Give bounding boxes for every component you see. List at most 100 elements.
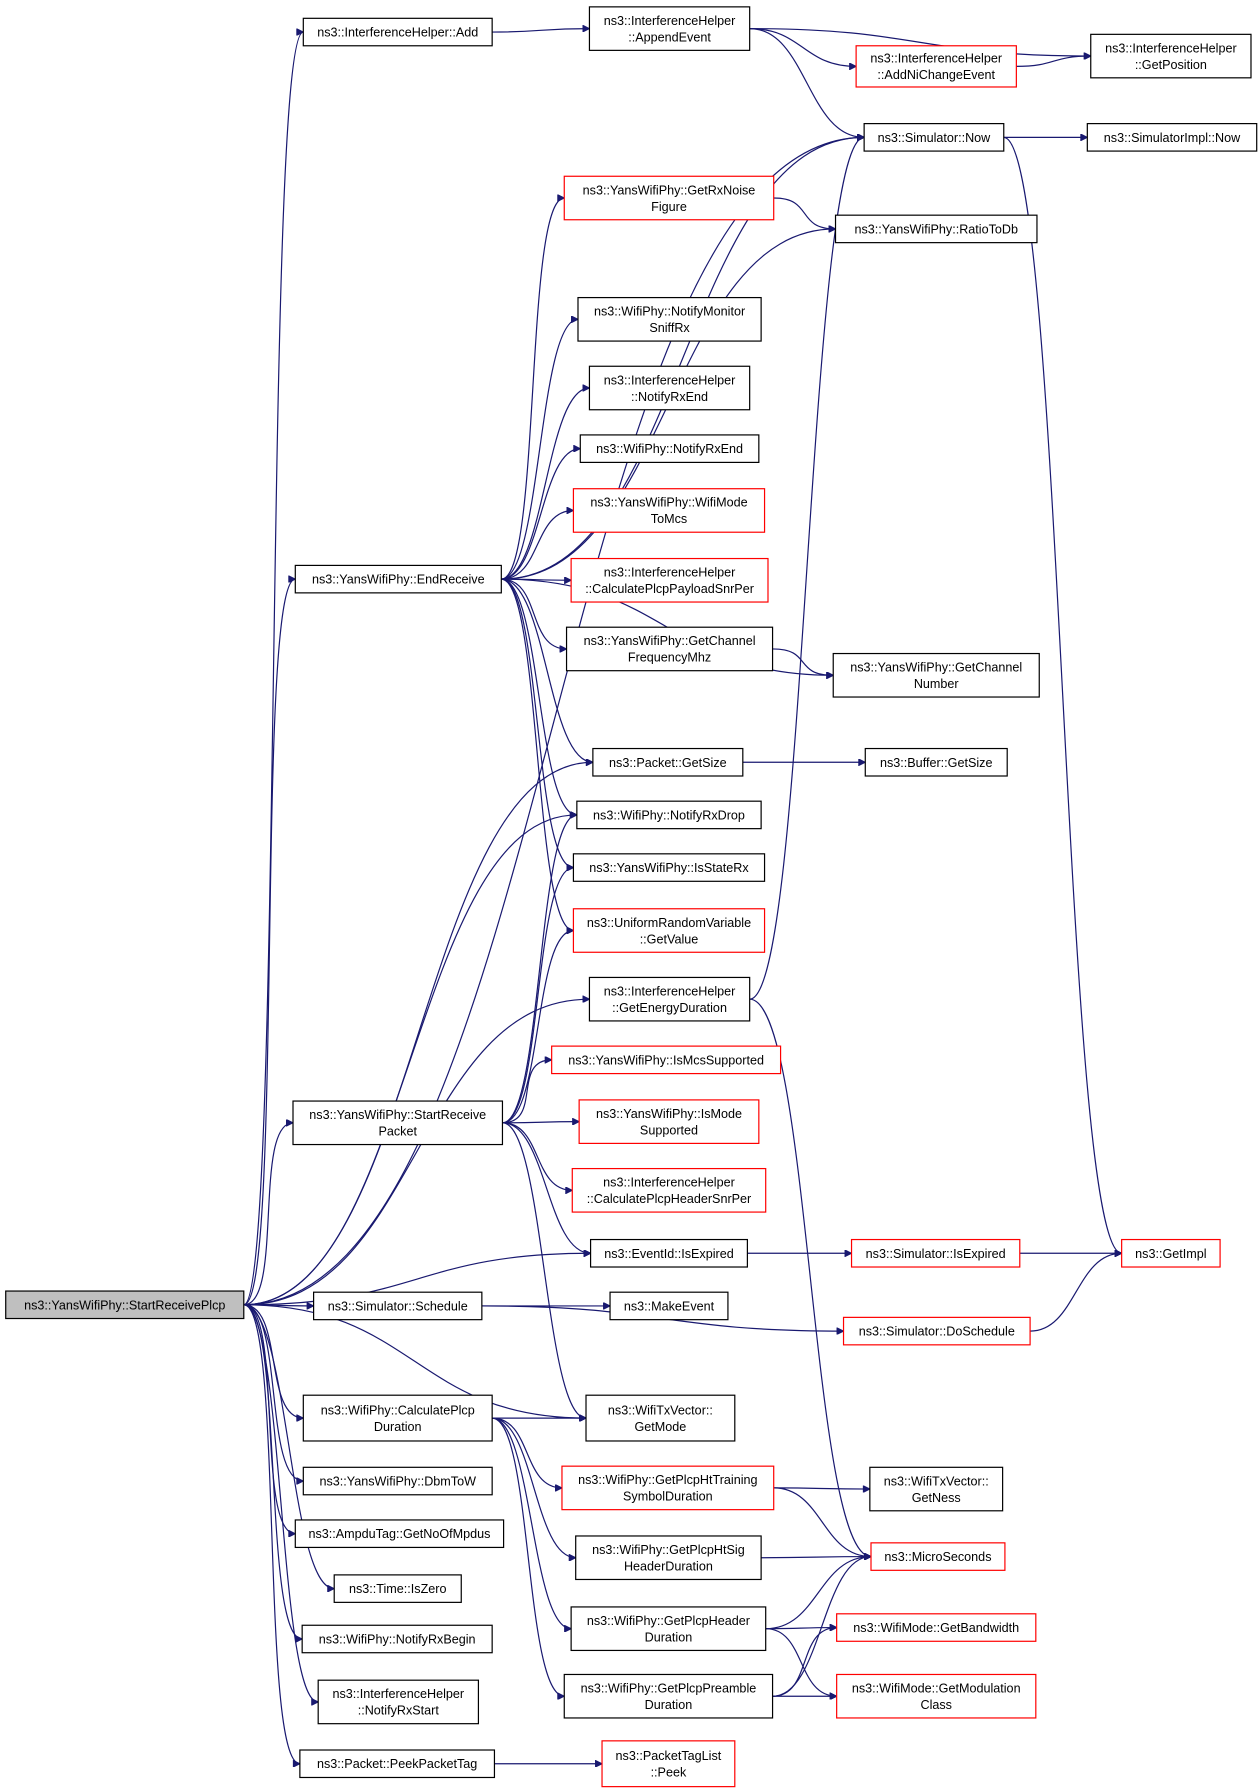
node-wm-bw[interactable]: ns3::WifiMode::GetBandwidth: [836, 1613, 1037, 1642]
node-ywp-staterx[interactable]: ns3::YansWifiPhy::IsStateRx: [572, 853, 766, 882]
edge-ih_add-to-ih_append: [492, 29, 589, 33]
node-box: [842, 1316, 1031, 1346]
node-ih-payload[interactable]: ns3::InterferenceHelper::CalculatePlcpPa…: [570, 557, 769, 603]
node-buf-size[interactable]: ns3::Buffer::GetSize: [864, 747, 1008, 777]
node-label: ns3::InterferenceHelper: [604, 14, 736, 28]
node-box: [850, 1238, 1021, 1268]
node-pkt-peek[interactable]: ns3::Packet::PeekPacketTag: [299, 1749, 496, 1779]
node-urv-val[interactable]: ns3::UniformRandomVariable::GetValue: [572, 908, 766, 953]
node-wp-rxdrop[interactable]: ns3::WifiPhy::NotifyRxDrop: [576, 800, 762, 830]
node-label: ns3::WifiPhy::GetPlcpPreamble: [581, 1681, 757, 1695]
node-label: ::Peek: [651, 1765, 687, 1779]
node-root[interactable]: ns3::YansWifiPhy::StartReceivePlcp: [5, 1290, 245, 1320]
node-box: [301, 1624, 493, 1654]
node-sim-sched[interactable]: ns3::Simulator::Schedule: [313, 1291, 483, 1321]
node-label: Number: [914, 677, 959, 691]
node-wp-httrain[interactable]: ns3::WifiPhy::GetPlcpHtTrainingSymbolDur…: [561, 1465, 775, 1511]
edge-ih_addni-to-ih_getpos: [1016, 56, 1090, 67]
node-ih-append[interactable]: ns3::InterferenceHelper::AppendEvent: [588, 6, 751, 51]
node-box: [578, 1099, 760, 1145]
node-label: ::NotifyRxEnd: [631, 390, 708, 404]
edge-ywp_chfreq-to-ywp_chnum: [772, 648, 834, 675]
node-box: [565, 626, 774, 672]
edge-ywp_endrx-to-ywp_modemcs: [501, 510, 573, 580]
edge-ywp_srp-to-txv_mode: [502, 1122, 586, 1418]
node-box: [588, 6, 751, 51]
edge-wp_hdrdur-to-wm_bw: [765, 1628, 837, 1629]
node-pkt-size[interactable]: ns3::Packet::GetSize: [592, 747, 744, 777]
edge-ywp_srp-to-ywp_modesup: [502, 1122, 579, 1123]
node-ywp-dbm[interactable]: ns3::YansWifiPhy::DbmToW: [302, 1466, 493, 1496]
edge-ywp_endrx-to-ih_rxend: [501, 388, 589, 580]
node-box: [601, 1740, 736, 1788]
node-label: ns3::Buffer::GetSize: [880, 756, 992, 770]
node-ih-add[interactable]: ns3::InterferenceHelper::Add: [302, 17, 493, 47]
node-ih-rxstart[interactable]: ns3::InterferenceHelper::NotifyRxStart: [317, 1679, 480, 1725]
node-label: ns3::WifiPhy::NotifyRxEnd: [596, 442, 743, 456]
node-label: ns3::YansWifiPhy::EndReceive: [312, 573, 485, 587]
node-ptl-peek[interactable]: ns3::PacketTagList::Peek: [601, 1740, 736, 1788]
node-sim-now[interactable]: ns3::Simulator::Now: [863, 123, 1005, 152]
node-box: [317, 1679, 480, 1725]
node-wp-rxend[interactable]: ns3::WifiPhy::NotifyRxEnd: [579, 434, 760, 463]
node-ih-energy[interactable]: ns3::InterferenceHelper::GetEnergyDurati…: [588, 976, 751, 1022]
edge-ywp_endrx-to-ywp_chfreq: [501, 578, 566, 649]
edge-wp_httrain-to-txv_ness: [773, 1488, 870, 1489]
node-label: ns3::YansWifiPhy::GetChannel: [850, 661, 1022, 675]
node-ih-rxend[interactable]: ns3::InterferenceHelper::NotifyRxEnd: [588, 365, 751, 411]
node-label: ::GetEnergyDuration: [612, 1001, 727, 1015]
node-ywp-ratio[interactable]: ns3::YansWifiPhy::RatioToDb: [834, 214, 1038, 244]
node-label: ::AppendEvent: [628, 30, 711, 44]
node-ywp-endrx[interactable]: ns3::YansWifiPhy::EndReceive: [294, 564, 502, 594]
node-label: HeaderDuration: [624, 1559, 713, 1573]
node-ampdu[interactable]: ns3::AmpduTag::GetNoOfMpdus: [294, 1519, 505, 1549]
node-txv-mode[interactable]: ns3::WifiTxVector::GetMode: [585, 1394, 736, 1442]
node-label: FrequencyMhz: [628, 651, 711, 665]
node-box: [294, 1519, 505, 1549]
node-label: ns3::InterferenceHelper: [603, 1176, 735, 1190]
node-label: ns3::YansWifiPhy::GetChannel: [584, 634, 756, 648]
node-getimpl[interactable]: ns3::GetImpl: [1121, 1238, 1221, 1268]
node-simimpl-now[interactable]: ns3::SimulatorImpl::Now: [1086, 123, 1258, 152]
node-sim-dosched[interactable]: ns3::Simulator::DoSchedule: [842, 1316, 1031, 1346]
node-ih-addni[interactable]: ns3::InterferenceHelper::AddNiChangeEven…: [855, 45, 1017, 88]
node-makeevent[interactable]: ns3::MakeEvent: [609, 1291, 729, 1321]
node-label: ns3::Simulator::IsExpired: [866, 1247, 1006, 1261]
node-ywp-mcssup[interactable]: ns3::YansWifiPhy::IsMcsSupported: [551, 1045, 782, 1075]
node-label: Figure: [651, 200, 687, 214]
node-label: GetMode: [634, 1420, 686, 1434]
node-ev-expired[interactable]: ns3::EventId::IsExpired: [589, 1238, 748, 1268]
node-ih-getpos[interactable]: ns3::InterferenceHelper::GetPosition: [1090, 33, 1252, 79]
node-label: Class: [920, 1698, 952, 1712]
node-sim-expired[interactable]: ns3::Simulator::IsExpired: [850, 1238, 1021, 1268]
node-box: [864, 747, 1008, 777]
node-box: [5, 1290, 245, 1320]
edge-root-to-time_zero: [243, 1304, 334, 1589]
edge-ywp_endrx-to-ywp_noise: [501, 198, 564, 580]
node-label: ns3::YansWifiPhy::StartReceivePlcp: [24, 1298, 225, 1312]
node-box: [570, 557, 769, 603]
node-label: ::AddNiChangeEvent: [877, 68, 995, 82]
node-micro[interactable]: ns3::MicroSeconds: [870, 1542, 1006, 1571]
node-txv-ness[interactable]: ns3::WifiTxVector::GetNess: [869, 1466, 1004, 1512]
node-label: ns3::YansWifiPhy::DbmToW: [319, 1475, 476, 1489]
node-time-zero[interactable]: ns3::Time::IsZero: [333, 1574, 462, 1603]
edge-ywp_srp-to-ih_header: [502, 1122, 572, 1191]
node-ih-header[interactable]: ns3::InterferenceHelper::CalculatePlcpHe…: [571, 1167, 767, 1213]
node-wp-rxbegin[interactable]: ns3::WifiPhy::NotifyRxBegin: [301, 1624, 493, 1654]
edge-ywp_srp-to-ywp_mcssup: [502, 1060, 551, 1124]
node-label: ns3::YansWifiPhy::GetRxNoise: [583, 183, 756, 197]
